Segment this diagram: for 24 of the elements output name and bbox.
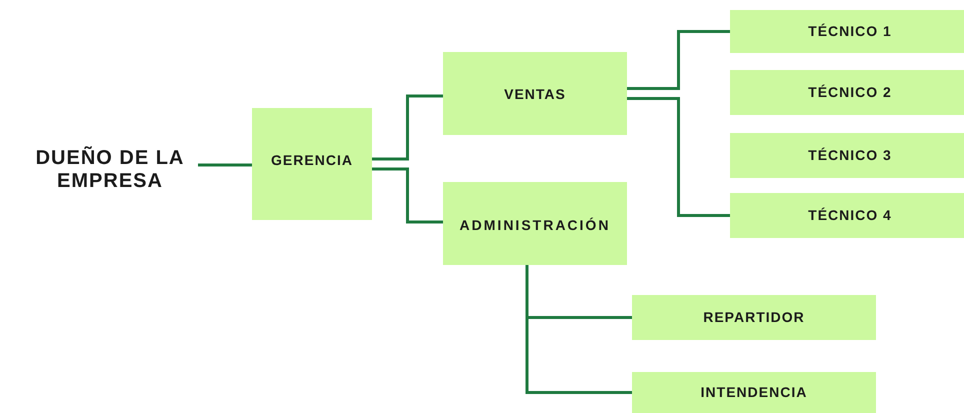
org-box <box>252 108 372 220</box>
box-label: REPARTIDOR <box>703 309 805 326</box>
org-box <box>730 193 964 238</box>
connector-line <box>372 94 443 160</box>
org-box <box>730 133 964 178</box>
box-label: TÉCNICO 2 <box>808 84 892 101</box>
connector-line <box>627 97 730 217</box>
org-box <box>632 372 876 413</box>
box-label: VENTAS <box>504 86 566 103</box>
box-label: GERENCIA <box>271 152 353 168</box>
box-label: TÉCNICO 4 <box>808 207 892 224</box>
org-box <box>730 70 964 115</box>
box-label: TÉCNICO 3 <box>808 147 892 164</box>
org-box <box>632 295 876 340</box>
org-title: DUEÑO DE LA EMPRESA <box>34 147 186 193</box>
connector-line <box>198 164 252 166</box>
org-box <box>443 182 627 265</box>
box-label: TÉCNICO 1 <box>808 23 892 40</box>
org-box <box>443 52 627 135</box>
box-label: INTENDENCIA <box>700 384 808 401</box>
box-label: ADMINISTRACIÓN <box>460 217 610 234</box>
org-box <box>730 10 964 53</box>
connector-line <box>627 30 730 90</box>
connector-line <box>372 168 443 224</box>
